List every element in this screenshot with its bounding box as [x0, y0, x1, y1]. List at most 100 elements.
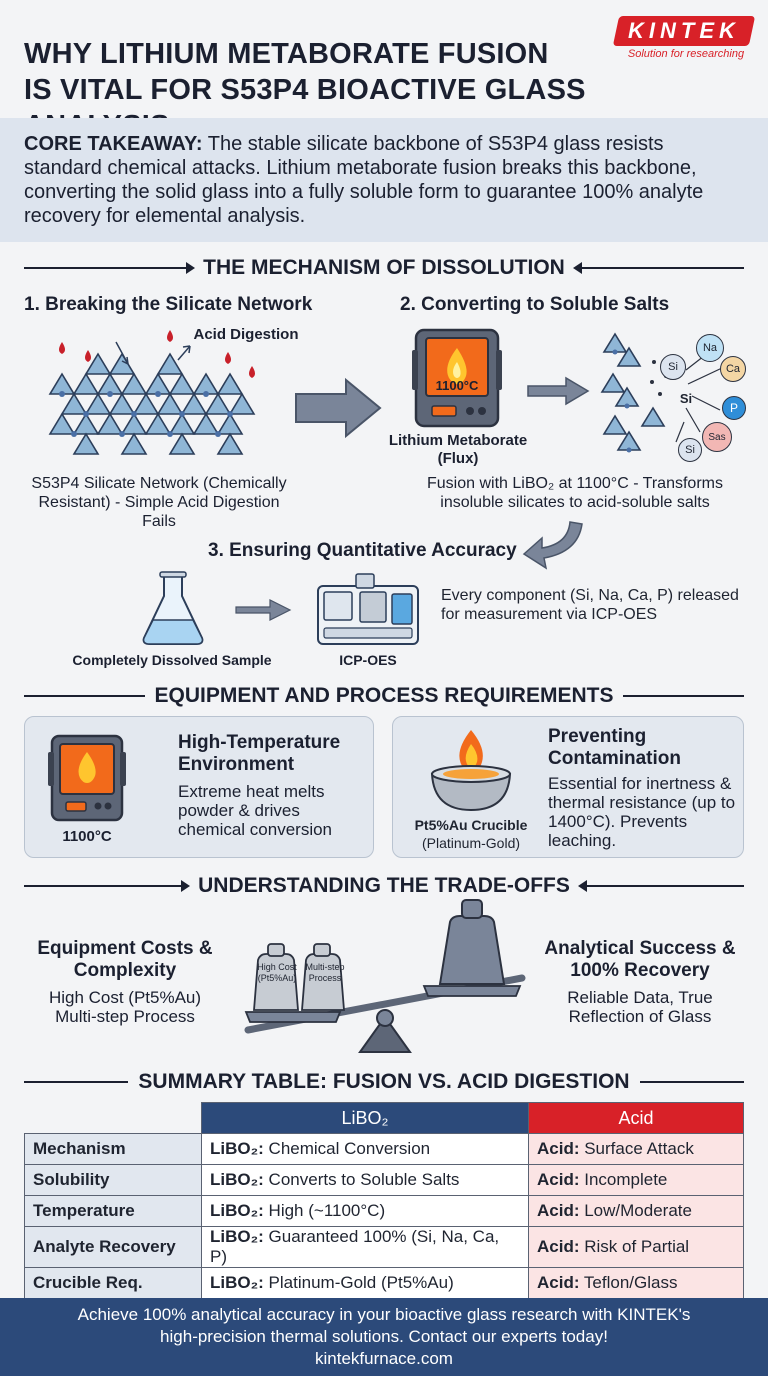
arrow-small-icon: [527, 376, 590, 406]
card2-text: Essential for inertness & thermal resist…: [548, 774, 736, 850]
acid-value: Low/Moderate: [579, 1201, 692, 1220]
footer-banner: Achieve 100% analytical accuracy in your…: [0, 1298, 768, 1376]
ion-na: Na: [696, 334, 724, 362]
arrow-right-icon: [295, 377, 382, 439]
table-header-acid: Acid: [528, 1102, 744, 1134]
row-label: Crucible Req.: [24, 1267, 202, 1299]
flask-icon: [142, 571, 204, 645]
acid-value: Teflon/Glass: [579, 1273, 678, 1292]
acid-value: Incomplete: [579, 1170, 668, 1189]
heading-rule-right: [572, 262, 745, 274]
heading-rule-right: [639, 1081, 744, 1083]
heading-rule-left: [24, 1081, 129, 1083]
summary-heading: SUMMARY TABLE: FUSION VS. ACID DIGESTION: [24, 1068, 744, 1096]
row-libo2-cell: LiBO₂: Guaranteed 100% (Si, Na, Ca, P): [201, 1226, 529, 1268]
heading-rule-left: [24, 262, 196, 274]
row-acid-cell: Acid: Teflon/Glass: [528, 1267, 744, 1299]
row-acid-cell: Acid: Low/Moderate: [528, 1195, 744, 1227]
footer-line-1: Achieve 100% analytical accuracy in your…: [77, 1305, 691, 1324]
step3-title: 3. Ensuring Quantitative Accuracy: [208, 540, 517, 561]
step1-title: 1. Breaking the Silicate Network: [24, 294, 313, 315]
ion-sas: Sas: [702, 422, 732, 452]
row-libo2-cell: LiBO₂: Converts to Soluble Salts: [201, 1164, 529, 1196]
dissolved-ions-illustration: [600, 332, 723, 453]
crucible-sub: (Platinum-Gold): [421, 835, 521, 851]
libo2-prefix: LiBO₂:: [210, 1273, 264, 1292]
furnace-temp-label: 1100°C: [435, 378, 479, 393]
card2-title: Preventing Contamination: [548, 726, 681, 769]
acid-prefix: Acid:: [537, 1170, 580, 1189]
footer-link[interactable]: kintekfurnace.com: [315, 1349, 453, 1368]
libo2-value: Chemical Conversion: [263, 1139, 431, 1158]
libo2-value: Converts to Soluble Salts: [263, 1170, 460, 1189]
page-title: WHY LITHIUM METABORATE FUSION IS VITAL F…: [24, 36, 614, 144]
tradeoff-right-text: Reliable Data, True Reflection of Glass: [567, 988, 713, 1026]
step3-caption: Every component (Si, Na, Ca, P) released…: [441, 587, 739, 623]
crucible-label-group: Pt5%Au Crucible (Platinum-Gold): [400, 816, 542, 852]
row-libo2-cell: LiBO₂: Platinum-Gold (Pt5%Au): [201, 1267, 529, 1299]
row-label: Mechanism: [24, 1133, 202, 1165]
logo-tagline: Solution for researching: [627, 48, 745, 60]
ion-si-3: Si: [678, 438, 702, 462]
logo-text: KINTEK: [628, 18, 740, 43]
heading-rule-right: [577, 880, 745, 892]
libo2-prefix: LiBO₂:: [210, 1139, 264, 1158]
table-row: Crucible Req.LiBO₂: Platinum-Gold (Pt5%A…: [24, 1267, 744, 1299]
crucible-icon: [430, 730, 512, 812]
heading-rule-left: [24, 695, 145, 697]
acid-prefix: Acid:: [537, 1201, 580, 1220]
kintek-logo[interactable]: KINTEK Solution for researching: [612, 16, 756, 70]
furnace-icon: [412, 328, 502, 428]
libo2-value: Platinum-Gold (Pt5%Au): [263, 1273, 454, 1292]
row-label: Analyte Recovery: [24, 1226, 202, 1268]
card1-temp-label: 1100°C: [62, 828, 112, 845]
tradeoffs-heading-text: UNDERSTANDING THE TRADE-OFFS: [198, 874, 570, 897]
ion-p: P: [722, 396, 746, 420]
mechanism-heading: THE MECHANISM OF DISSOLUTION: [24, 254, 745, 282]
weight-high-cost: High Cost (Pt5%Au): [257, 962, 297, 983]
tradeoff-left-text: High Cost (Pt5%Au) Multi-step Process: [48, 988, 202, 1026]
ion-ca: Ca: [720, 356, 746, 382]
footer-line-2: high-precision thermal solutions. Contac…: [160, 1327, 608, 1346]
tradeoff-left-title: Equipment Costs & Complexity: [37, 938, 213, 981]
row-acid-cell: Acid: Risk of Partial: [528, 1226, 744, 1268]
row-libo2-cell: LiBO₂: High (~1100°C): [201, 1195, 529, 1227]
flask-label: Completely Dissolved Sample: [72, 652, 272, 668]
acid-prefix: Acid:: [537, 1237, 580, 1256]
row-libo2-cell: LiBO₂: Chemical Conversion: [201, 1133, 529, 1165]
equipment-heading-text: EQUIPMENT AND PROCESS REQUIREMENTS: [154, 684, 614, 707]
core-takeaway: CORE TAKEAWAY: The stable silicate backb…: [0, 118, 768, 242]
mechanism-heading-text: THE MECHANISM OF DISSOLUTION: [203, 256, 565, 279]
acid-prefix: Acid:: [537, 1139, 580, 1158]
tradeoff-right-title: Analytical Success & 100% Recovery: [544, 938, 736, 981]
flux-label: Lithium Metaborate (Flux): [388, 432, 528, 467]
equipment-heading: EQUIPMENT AND PROCESS REQUIREMENTS: [24, 682, 744, 710]
acid-digestion-label: Acid Digestion: [193, 326, 299, 343]
row-acid-cell: Acid: Surface Attack: [528, 1133, 744, 1165]
libo2-prefix: LiBO₂:: [210, 1201, 264, 1220]
heading-rule-left: [24, 880, 191, 892]
logo-badge: KINTEK: [612, 16, 756, 46]
table-header-empty: [25, 1103, 202, 1134]
card1-text: Extreme heat melts powder & drives chemi…: [178, 782, 333, 839]
libo2-value: High (~1100°C): [263, 1201, 386, 1220]
balance-scale-icon: [244, 899, 526, 1053]
row-label: Solubility: [24, 1164, 202, 1196]
crucible-label: Pt5%Au Crucible: [414, 817, 528, 833]
acid-value: Risk of Partial: [579, 1237, 690, 1256]
step2-caption: Fusion with LiBO₂ at 1100°C - Transforms…: [427, 475, 723, 511]
takeaway-label: CORE TAKEAWAY:: [24, 133, 203, 155]
card1-title: High-Temperature Environment: [178, 732, 341, 775]
acid-value: Surface Attack: [579, 1139, 694, 1158]
furnace-icon: [48, 734, 126, 822]
summary-heading-text: SUMMARY TABLE: FUSION VS. ACID DIGESTION: [138, 1070, 630, 1093]
tradeoffs-heading: UNDERSTANDING THE TRADE-OFFS: [24, 872, 745, 900]
ion-si-2: Si: [679, 390, 693, 406]
table-header-row: LiBO₂ Acid: [25, 1102, 744, 1134]
row-label: Temperature: [24, 1195, 202, 1227]
